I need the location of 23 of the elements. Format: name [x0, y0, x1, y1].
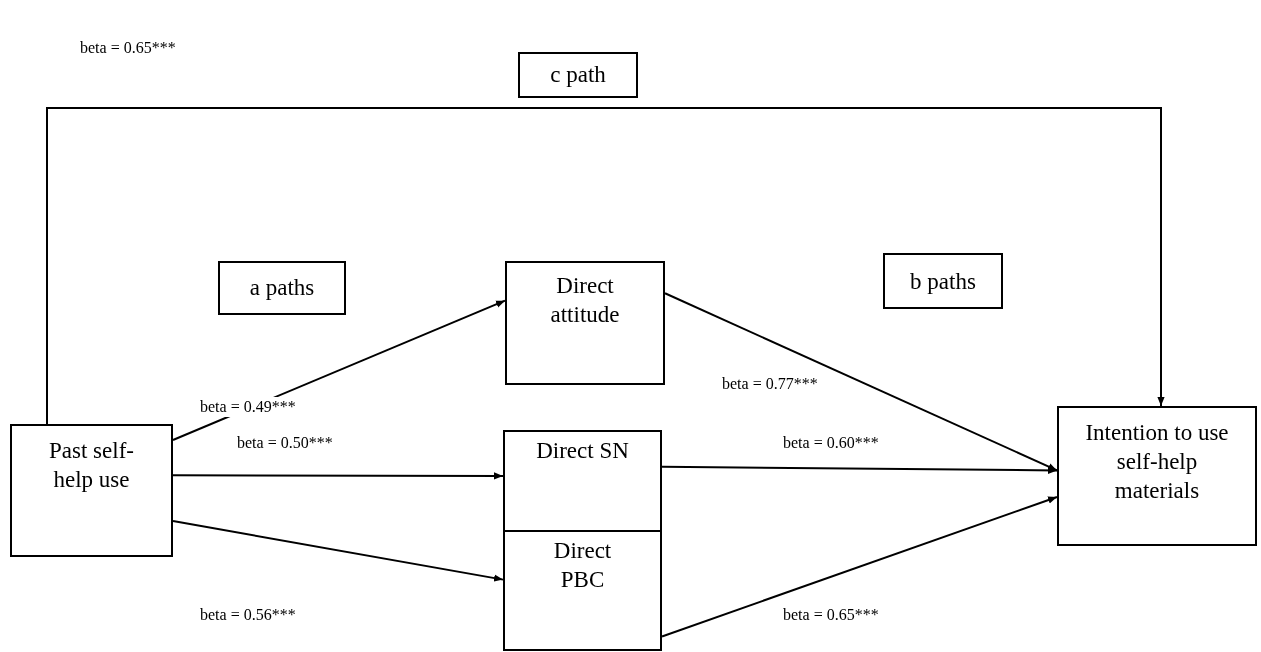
node-label: b paths	[910, 268, 976, 296]
arrow	[172, 472, 504, 480]
node-label: Direct PBC	[552, 537, 613, 594]
node-label: Direct SN	[536, 437, 629, 465]
node-label: a paths	[249, 274, 315, 302]
arrow	[661, 465, 1058, 474]
arrow	[661, 496, 1058, 638]
arrow	[664, 292, 1058, 472]
variable-box	[503, 530, 662, 651]
arrow	[46, 107, 1165, 425]
edge-label: beta = 0.49***	[200, 397, 296, 417]
node-label: Past self-help use	[48, 437, 135, 494]
path-label-box	[518, 52, 638, 98]
node-label: Direct attitude	[549, 272, 621, 329]
arrow	[172, 520, 504, 582]
variable-box	[503, 430, 662, 532]
node-label: c path	[550, 61, 606, 89]
variable-box	[10, 424, 173, 557]
variable-box	[505, 261, 665, 385]
path-label-box	[883, 253, 1003, 309]
node-label: Intention to use self-help materials	[1084, 419, 1230, 505]
path-label-box	[218, 261, 346, 315]
variable-box	[1057, 406, 1257, 546]
